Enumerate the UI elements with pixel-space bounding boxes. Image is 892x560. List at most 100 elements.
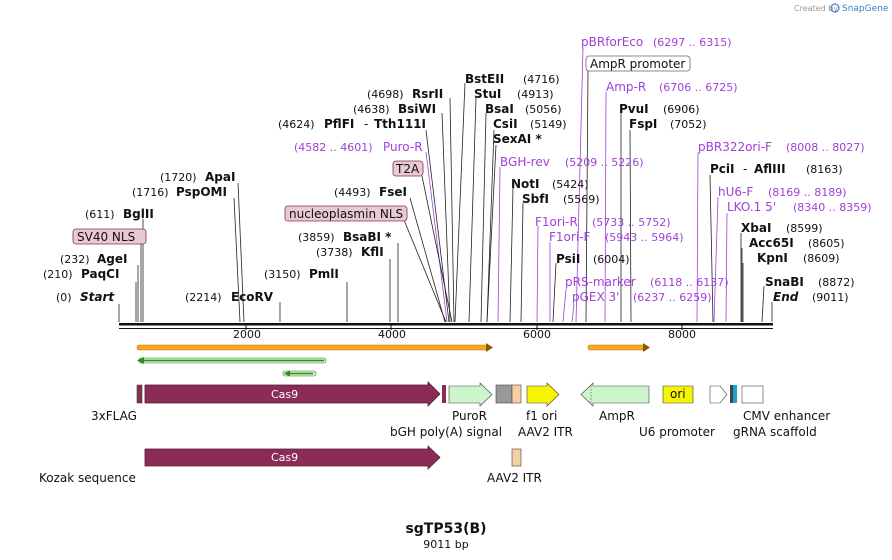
ruler: 2000 4000 6000 8000 xyxy=(233,325,696,341)
site-bsabi-pos: (3859) xyxy=(298,231,335,244)
primer-lko-range: (8340 .. 8359) xyxy=(793,201,872,214)
map-subtitle: 9011 bp xyxy=(423,538,468,551)
site-bsai-pos: (5056) xyxy=(525,103,562,116)
site-psii-pos: (6004) xyxy=(593,253,630,266)
primer-f1orir: F1ori-R xyxy=(535,215,578,229)
site-fsei-pos: (4493) xyxy=(334,186,371,199)
site-rsrii-pos: (4698) xyxy=(367,88,404,101)
site-bsteii: BstEII xyxy=(465,72,504,86)
site-agei: AgeI xyxy=(97,252,127,266)
site-pflfi-pos: (4624) xyxy=(278,118,315,131)
feature-cmv: CMV enhancer xyxy=(743,409,830,423)
site-pflfi-dash: - xyxy=(364,117,368,131)
site-sexai: SexAI * xyxy=(493,132,542,146)
ruler-tick-2000: 2000 xyxy=(233,328,261,341)
box-nucleoplasmin: nucleoplasmin NLS xyxy=(289,207,403,221)
site-bsai: BsaI xyxy=(485,102,514,116)
site-xbai-pos: (8599) xyxy=(786,222,823,235)
site-rsrii: RsrII xyxy=(412,87,443,101)
site-sbfi: SbfI xyxy=(522,192,549,206)
feature-bgh: bGH poly(A) signal xyxy=(390,425,502,439)
site-stui-pos: (4913) xyxy=(517,88,554,101)
primer-pgex: pGEX 3' xyxy=(572,290,619,304)
site-start-pos: (0) xyxy=(56,291,72,304)
site-ecorv: EcoRV xyxy=(231,290,274,304)
primer-bghrev: BGH-rev xyxy=(500,155,550,169)
site-tth111i: Tth111I xyxy=(374,117,426,131)
site-psii: PsiI xyxy=(556,252,580,266)
site-csii: CsiI xyxy=(493,117,518,131)
primer-lko: LKO.1 5' xyxy=(727,200,776,214)
site-noti-pos: (5424) xyxy=(552,178,589,191)
ruler-tick-6000: 6000 xyxy=(523,328,551,341)
feature-ampr: AmpR xyxy=(599,409,635,423)
site-apai: ApaI xyxy=(205,170,235,184)
site-kfli-pos: (3738) xyxy=(316,246,353,259)
feature-u6: U6 promoter xyxy=(639,425,715,439)
primer-f1orif-range: (5943 .. 5964) xyxy=(605,231,684,244)
site-agei-pos: (232) xyxy=(60,253,90,266)
site-snabi-pos: (8872) xyxy=(818,276,855,289)
primer-pbr322-range: (8008 .. 8027) xyxy=(786,141,865,154)
site-noti: NotI xyxy=(511,177,540,191)
site-pcii-dash: - xyxy=(743,162,747,176)
primer-pbrforeco: pBRforEco xyxy=(581,35,643,49)
primer-ampr-range: (6706 .. 6725) xyxy=(659,81,738,94)
site-apai-pos: (1720) xyxy=(160,171,197,184)
orf-bars xyxy=(136,343,650,377)
site-pspomi: PspOMI xyxy=(176,185,227,199)
site-pmli: PmlI xyxy=(309,267,339,281)
site-csii-pos: (5149) xyxy=(530,118,567,131)
site-kpni-pos: (8609) xyxy=(803,252,840,265)
primer-connectors xyxy=(425,47,728,323)
site-pcii: PciI xyxy=(710,162,735,176)
feature-puror: PuroR xyxy=(452,409,487,423)
primer-puror: Puro-R xyxy=(383,140,423,154)
site-bglii-pos: (611) xyxy=(85,208,115,221)
site-bglii: BglII xyxy=(123,207,154,221)
primer-f1orir-range: (5733 .. 5752) xyxy=(592,216,671,229)
site-end: End xyxy=(773,290,799,304)
boxed-connectors xyxy=(140,69,589,323)
site-bsteii-pos: (4716) xyxy=(523,73,560,86)
site-bsiwi-pos: (4638) xyxy=(353,103,390,116)
site-pmli-pos: (3150) xyxy=(264,268,301,281)
feature-aav2itr-1: AAV2 ITR xyxy=(518,425,573,439)
primer-ampr: Amp-R xyxy=(606,80,646,94)
primer-pbr322: pBR322ori-F xyxy=(698,140,772,154)
boxed-labels: SV40 NLS T2A nucleoplasmin NLS AmpR prom… xyxy=(72,55,691,245)
site-acc65i: Acc65I xyxy=(749,236,794,250)
site-xbai: XbaI xyxy=(741,221,771,235)
site-pspompi-pos: (1716) xyxy=(132,186,169,199)
feature-ori-label: ori xyxy=(670,387,686,401)
primer-labels: (4582 .. 4601) Puro-R BGH-rev (5209 .. 5… xyxy=(294,35,872,304)
primer-prs-range: (6118 .. 6137) xyxy=(650,276,729,289)
box-sv40nls: SV40 NLS xyxy=(77,230,135,244)
site-fspi: FspI xyxy=(629,117,657,131)
ruler-tick-8000: 8000 xyxy=(668,328,696,341)
site-paqci-pos: (210) xyxy=(43,268,73,281)
site-fspi-pos: (7052) xyxy=(670,118,707,131)
box-ampr-promoter: AmpR promoter xyxy=(590,57,685,71)
primer-hu6f-range: (8169 .. 8189) xyxy=(768,186,847,199)
site-kfli: KflI xyxy=(361,245,384,259)
site-pvui-pos: (6906) xyxy=(663,103,700,116)
primer-bghrev-range: (5209 .. 5226) xyxy=(565,156,644,169)
credit-brand: SnapGene xyxy=(842,4,889,14)
feature-grna: gRNA scaffold xyxy=(733,425,817,439)
ruler-tick-4000: 4000 xyxy=(378,328,406,341)
feature-f1ori: f1 ori xyxy=(526,409,557,423)
site-end-pos: (9011) xyxy=(812,291,849,304)
snapgene-logo-icon xyxy=(830,3,840,13)
backbone xyxy=(119,323,773,329)
site-bsabi: BsaBI * xyxy=(343,230,392,244)
feature-labels: 3xFLAG PuroR bGH poly(A) signal f1 ori A… xyxy=(91,409,830,439)
credit-prefix: Created by xyxy=(794,4,838,13)
primer-f1orif: F1ori-F xyxy=(549,230,590,244)
site-pcii-pos: (8163) xyxy=(806,163,843,176)
site-snabi: SnaBI xyxy=(765,275,804,289)
feature-track: Cas9 ori xyxy=(136,381,764,407)
site-fsei: FseI xyxy=(379,185,407,199)
primer-prs: pRS-marker xyxy=(565,275,636,289)
